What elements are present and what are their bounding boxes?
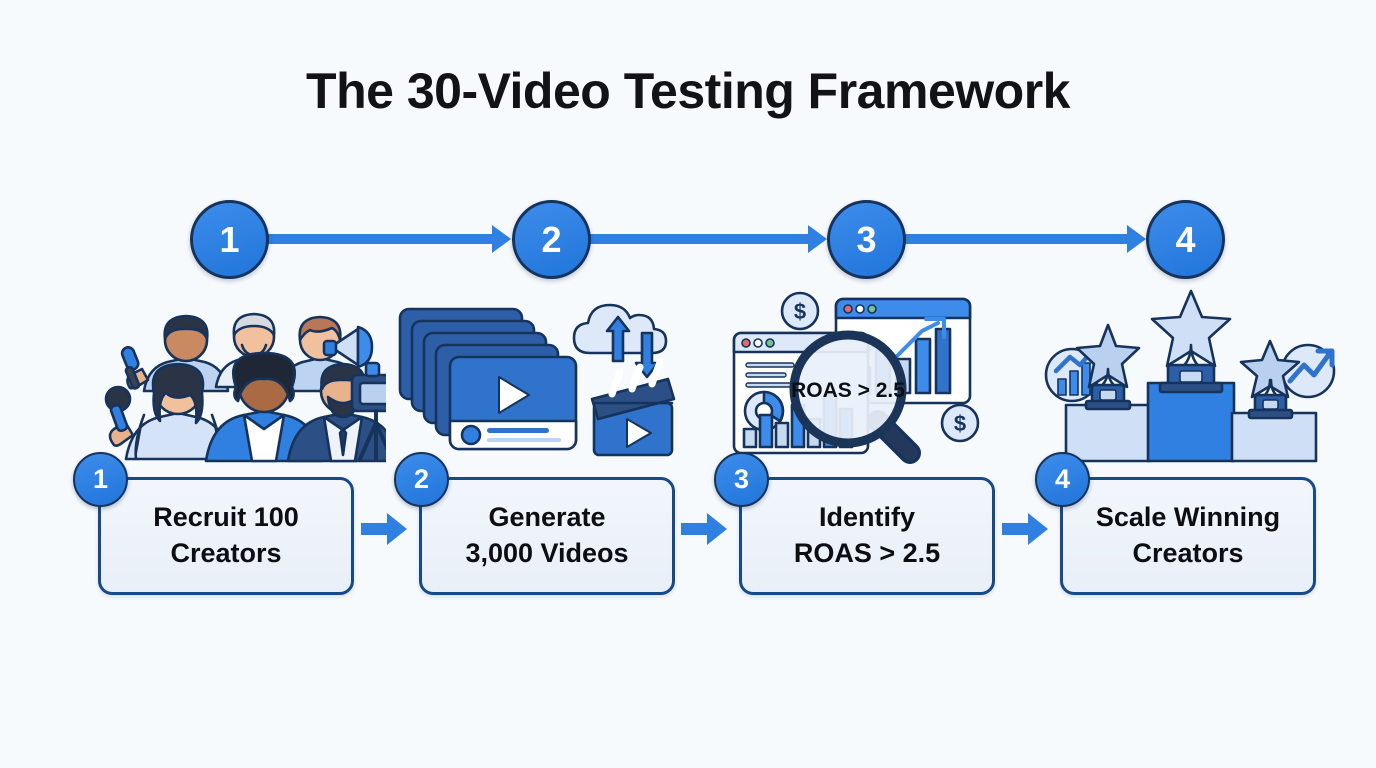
step-label-line2: ROAS > 2.5 xyxy=(793,538,941,568)
step-badge-4: 4 xyxy=(1035,452,1090,507)
creators-group-icon xyxy=(66,283,386,473)
analytics-magnifier-icon: $ $ ROAS > 2.5 xyxy=(712,283,1032,473)
timeline-node-1[interactable]: 1 xyxy=(190,200,269,279)
step-label-line1: Identify xyxy=(818,502,915,533)
svg-text:ROAS > 2.5: ROAS > 2.5 xyxy=(791,379,905,402)
timeline-node-label: 1 xyxy=(219,218,240,260)
step-label-line1: Scale Winning xyxy=(1095,502,1281,533)
steps-row: 1 Recruit 100 Creators 2 Generate 3,000 … xyxy=(0,452,1376,600)
timeline-node-label: 2 xyxy=(541,218,562,260)
arrow-right-icon xyxy=(361,513,407,545)
step-badge-label: 4 xyxy=(1054,464,1071,494)
step-label-3: Identify ROAS > 2.5 xyxy=(794,500,940,571)
step-label-4: Scale Winning Creators xyxy=(1096,500,1280,571)
svg-text:$: $ xyxy=(954,411,966,436)
timeline-node-3[interactable]: 3 xyxy=(827,200,906,279)
step-badge-2: 2 xyxy=(394,452,449,507)
step-label-line2: Creators xyxy=(1132,538,1244,568)
podium-trophies-icon xyxy=(1030,283,1350,473)
arrow-right-icon xyxy=(590,225,827,253)
timeline-node-4[interactable]: 4 xyxy=(1146,200,1225,279)
step-badge-label: 1 xyxy=(92,464,109,494)
step-badge-label: 3 xyxy=(733,464,750,494)
step-card-4[interactable]: 4 Scale Winning Creators xyxy=(1035,452,1316,595)
page-title: The 30-Video Testing Framework xyxy=(306,63,1070,119)
timeline-track: 1 2 3 4 xyxy=(190,200,1225,280)
step-card-3[interactable]: 3 Identify ROAS > 2.5 xyxy=(714,452,995,595)
step-card-1[interactable]: 1 Recruit 100 Creators xyxy=(73,452,354,595)
timeline-node-label: 4 xyxy=(1175,218,1196,260)
step-label-line1: Recruit 100 xyxy=(153,502,299,533)
step-label-1: Recruit 100 Creators xyxy=(153,500,299,571)
step-card-2[interactable]: 2 Generate 3,000 Videos xyxy=(394,452,675,595)
illustrations-row: $ $ ROAS > 2.5 xyxy=(0,283,1376,473)
step-label-line1: Generate xyxy=(488,502,606,533)
svg-text:$: $ xyxy=(794,299,806,324)
arrow-right-icon xyxy=(1002,513,1048,545)
step-label-2: Generate 3,000 Videos xyxy=(465,500,628,571)
step-badge-label: 2 xyxy=(413,464,430,494)
step-badge-1: 1 xyxy=(73,452,128,507)
timeline-node-label: 3 xyxy=(856,218,877,260)
step-label-line2: 3,000 Videos xyxy=(465,538,629,568)
timeline-node-2[interactable]: 2 xyxy=(512,200,591,279)
arrow-right-icon xyxy=(681,513,727,545)
step-badge-3: 3 xyxy=(714,452,769,507)
step-label-line2: Creators xyxy=(170,538,282,568)
arrow-right-icon xyxy=(268,225,511,253)
arrow-right-icon xyxy=(905,225,1146,253)
video-stack-icon xyxy=(388,283,708,473)
